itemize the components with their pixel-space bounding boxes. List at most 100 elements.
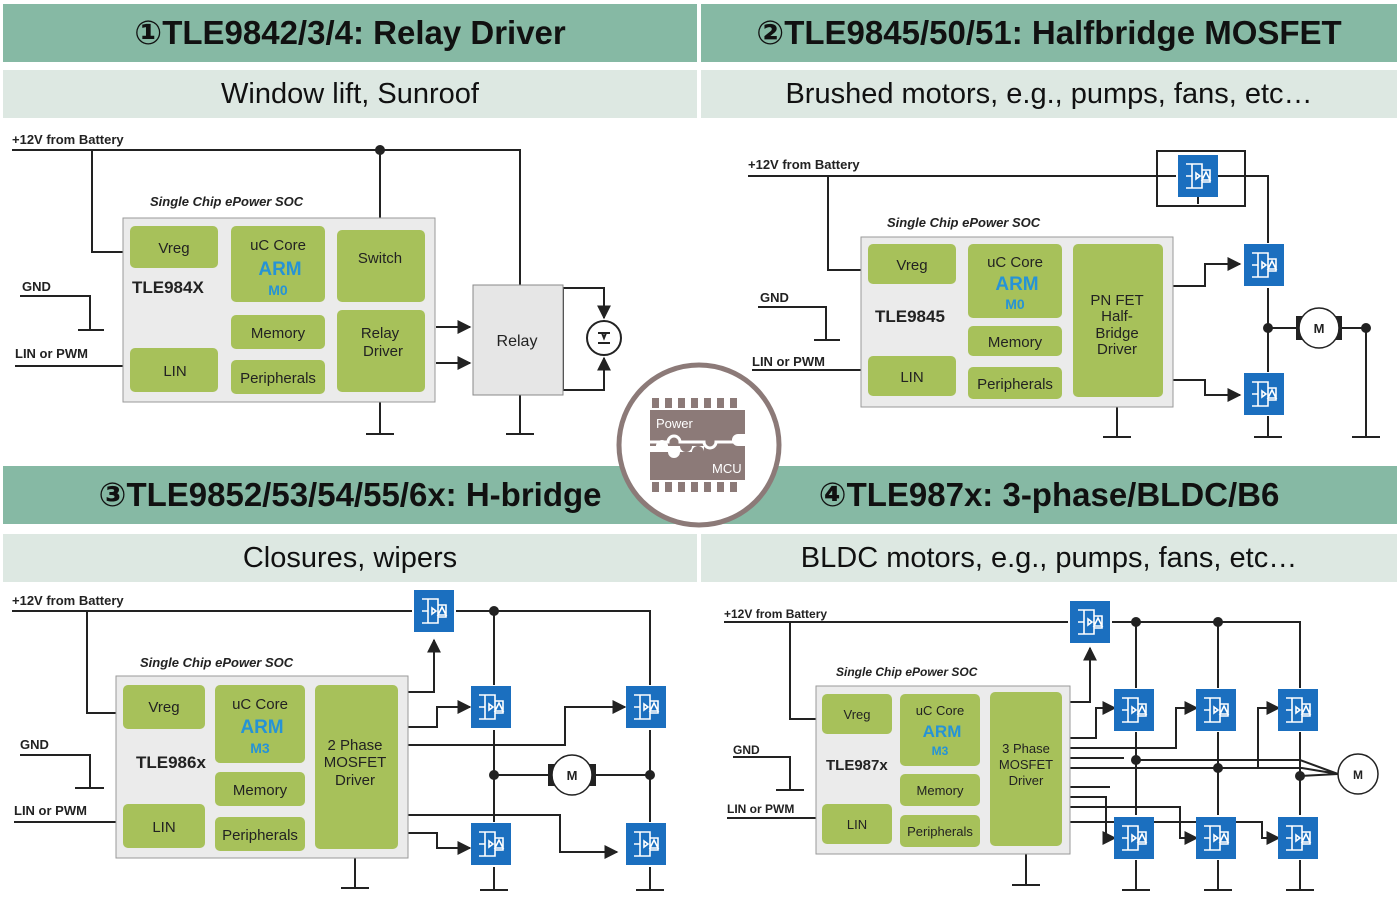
quadrant-3-subtitle: Closures, wipers: [3, 534, 697, 582]
chip-name: TLE986x: [136, 753, 206, 772]
high-side-left-mosfet-icon: [470, 685, 512, 729]
motor-label: M: [1314, 321, 1325, 336]
gnd-label: GND: [733, 743, 760, 757]
q1-blocks: [130, 226, 425, 394]
vreg-label: Vreg: [158, 240, 189, 257]
lin-label: LIN: [900, 369, 923, 386]
uc-core-label: uC Core: [987, 254, 1043, 271]
high-side-right-mosfet-icon: [625, 685, 667, 729]
driver-line3: Bridge: [1095, 325, 1138, 342]
gnd-label: GND: [20, 737, 49, 752]
low-side-w-mosfet-icon: [1277, 816, 1319, 860]
gnd-label: GND: [760, 290, 789, 305]
peripherals-label: Peripherals: [222, 827, 298, 844]
protection-mosfet-icon: [413, 589, 455, 633]
lin-label: LIN: [163, 363, 186, 380]
core-label: M3: [250, 740, 270, 756]
protection-mosfet-icon: [1069, 600, 1111, 644]
motor-label: M: [567, 768, 578, 783]
driver-line1: PN FET: [1090, 292, 1143, 309]
quadrant-1-subtitle: Window lift, Sunroof: [3, 70, 697, 118]
arm-label: ARM: [923, 722, 962, 741]
uc-core-label: uC Core: [250, 237, 306, 254]
quadrant-3-title: ③TLE9852/53/54/55/6x: H-bridge: [3, 466, 697, 524]
driver-line3: Driver: [335, 772, 375, 789]
driver-line4: Driver: [1097, 341, 1137, 358]
driver-line2: MOSFET: [324, 754, 387, 771]
uc-core-label: uC Core: [916, 703, 964, 718]
protection-mosfet-icon: [1177, 154, 1219, 198]
vreg-label: Vreg: [844, 707, 871, 722]
memory-label: Memory: [917, 783, 964, 798]
vreg-label: Vreg: [148, 699, 179, 716]
low-side-u-mosfet-icon: [1113, 816, 1155, 860]
lin-pwm-label: LIN or PWM: [14, 803, 87, 818]
peripherals-label: Peripherals: [977, 376, 1053, 393]
gnd-label: GND: [22, 279, 51, 294]
q4-blocks: [822, 692, 1062, 847]
driver-line2: Half-: [1101, 308, 1133, 325]
memory-label: Memory: [251, 325, 306, 342]
driver-line1: 3 Phase: [1002, 741, 1050, 756]
power-mcu-logo: Power MCU: [616, 362, 782, 528]
motor-icon: [1298, 307, 1340, 349]
motor-icon: [551, 754, 593, 796]
battery-label: +12V from Battery: [12, 132, 124, 147]
lin-pwm-label: LIN or PWM: [15, 346, 88, 361]
uc-core-label: uC Core: [232, 696, 288, 713]
high-side-u-mosfet-icon: [1113, 688, 1155, 732]
memory-label: Memory: [233, 782, 288, 799]
arm-label: ARM: [240, 717, 283, 738]
relay-driver-line1: Relay: [361, 325, 400, 342]
motor-label: M: [1353, 768, 1363, 782]
driver-line2: MOSFET: [999, 757, 1053, 772]
quadrant-4-diagram: [724, 617, 1339, 891]
battery-label: +12V from Battery: [12, 593, 124, 608]
core-label: M3: [932, 744, 949, 758]
low-side-v-mosfet-icon: [1195, 816, 1237, 860]
peripherals-label: Peripherals: [907, 824, 973, 839]
switch-label: Switch: [358, 250, 402, 267]
battery-label: +12V from Battery: [748, 157, 860, 172]
q2-blocks: [868, 244, 1163, 399]
motor-icon: [1337, 753, 1379, 795]
low-side-mosfet-icon: [1243, 372, 1285, 416]
core-label: M0: [268, 282, 288, 298]
quadrant-2-subtitle: Brushed motors, e.g., pumps, fans, etc…: [701, 70, 1397, 118]
memory-label: Memory: [988, 334, 1043, 351]
relay-box: [472, 284, 564, 396]
low-side-left-mosfet-icon: [470, 822, 512, 866]
lin-label: LIN: [847, 817, 867, 832]
lin-pwm-label: LIN or PWM: [727, 802, 794, 816]
peripherals-label: Peripherals: [240, 370, 316, 387]
quadrant-1-diagram: [12, 145, 611, 435]
logo-mcu-text: MCU: [712, 461, 742, 476]
high-side-v-mosfet-icon: [1195, 688, 1237, 732]
battery-label: +12V from Battery: [724, 607, 827, 621]
vreg-label: Vreg: [896, 257, 927, 274]
soc-label: Single Chip ePower SOC: [150, 194, 304, 209]
logo-power-text: Power: [656, 416, 694, 431]
high-side-w-mosfet-icon: [1277, 688, 1319, 732]
relay-label: Relay: [497, 333, 538, 350]
quadrant-1-title: ①TLE9842/3/4: Relay Driver: [3, 4, 697, 62]
q3-blocks: [123, 685, 398, 851]
lin-pwm-label: LIN or PWM: [752, 354, 825, 369]
soc-label: Single Chip ePower SOC: [836, 665, 978, 679]
relay-driver-line2: Driver: [363, 343, 403, 360]
arm-label: ARM: [995, 274, 1038, 295]
driver-line1: 2 Phase: [327, 737, 382, 754]
quadrant-2-title: ②TLE9845/50/51: Halfbridge MOSFET: [701, 4, 1397, 62]
lin-label: LIN: [152, 819, 175, 836]
arm-label: ARM: [258, 259, 301, 280]
chip-name: TLE987x: [826, 757, 888, 774]
high-side-mosfet-icon: [1243, 243, 1285, 287]
soc-label: Single Chip ePower SOC: [140, 655, 294, 670]
core-label: M0: [1005, 296, 1025, 312]
chip-name: TLE9845: [875, 307, 945, 326]
chip-name: TLE984X: [132, 278, 204, 297]
quadrant-3-diagram: [12, 606, 664, 891]
quadrant-4-subtitle: BLDC motors, e.g., pumps, fans, etc…: [701, 534, 1397, 582]
quadrant-4-title: ④TLE987x: 3-phase/BLDC/B6: [701, 466, 1397, 524]
